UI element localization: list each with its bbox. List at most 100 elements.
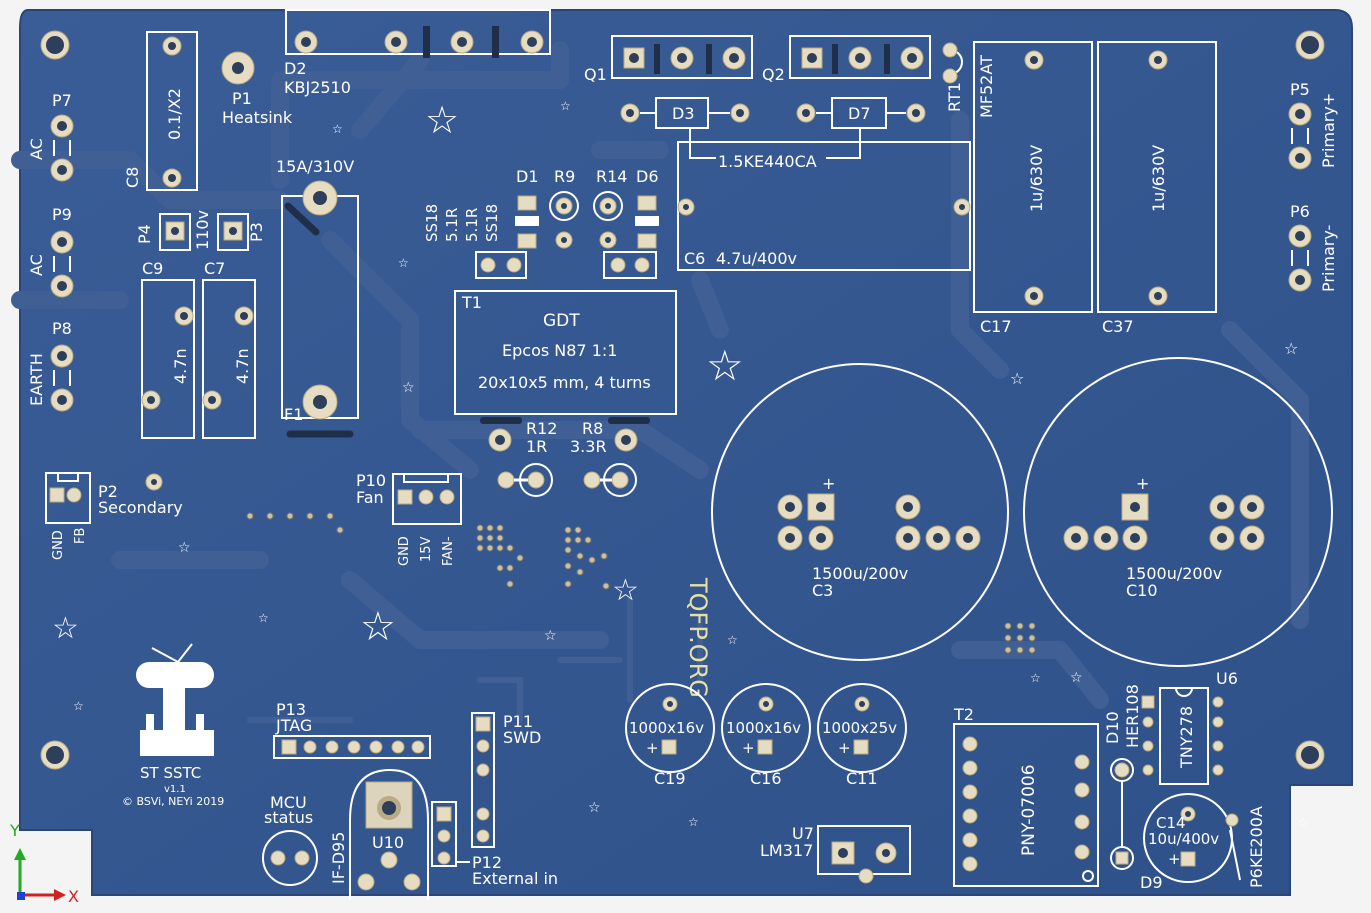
u7-value: LM317 (760, 841, 813, 860)
website-label: TQFP.ORG (684, 577, 712, 698)
t2-value: PNY-07006 (1019, 764, 1039, 856)
c3-ref: C3 (812, 581, 833, 600)
c6-value: 4.7u/400v (716, 249, 797, 268)
svg-text:☆: ☆ (560, 99, 571, 113)
thermistor-rt1: RT1 MF52AT (942, 42, 996, 118)
gate-drive-parts: D1 R9 R14 D6 SS18 5.1R 5.1R SS18 (423, 167, 659, 279)
r9-ref: R9 (554, 167, 575, 186)
u6-value: TNY278 (1177, 706, 1196, 769)
c11-value: 1000x25v (822, 719, 897, 737)
c14-plus: + (1168, 850, 1181, 868)
svg-text:☆: ☆ (544, 628, 557, 644)
c7-ref: C7 (204, 259, 225, 278)
p10-pin1: GND (397, 536, 412, 566)
svg-text:☆: ☆ (398, 256, 409, 270)
p6-ref: P6 (1290, 202, 1310, 221)
sel-label: 110v (193, 210, 212, 250)
p13-label: JTAG (275, 716, 312, 735)
p4-ref: P4 (135, 224, 154, 244)
svg-text:☆: ☆ (612, 573, 639, 608)
connector-p13: P13 JTAG (273, 700, 431, 759)
svg-text:☆: ☆ (588, 800, 601, 816)
mcu-status-led: MCU status (262, 793, 318, 886)
svg-text:☆: ☆ (402, 380, 415, 396)
fuse-f1: 15A/310V F1 (276, 157, 359, 438)
c3-value: 1500u/200v (812, 564, 908, 583)
connector-p12: P12 External in (431, 801, 558, 888)
capacitor-c8: 0.1/X2 C8 (123, 31, 198, 191)
p10-label: Fan (356, 488, 384, 507)
p2-ref: P2 (98, 482, 118, 501)
transistor-q1: Q1 (584, 35, 753, 84)
connector-p5: P5 Primary+ (1288, 80, 1338, 170)
ic-u6: U6 TNY278 (1141, 669, 1238, 785)
board-version: v1.1 (164, 784, 186, 795)
star-decorations: ☆ ☆ ☆ ☆ ☆ ☆ ☆ ☆ ☆ ☆ ☆ ☆ ☆ ☆ ☆ ☆ ☆ ☆ ☆ ☆ … (52, 98, 1309, 829)
c19-value: 1000x16v (629, 719, 704, 737)
connector-p11: P11 SWD (471, 712, 541, 848)
transformer-t1: T1 GDT Epcos N87 1:1 20x10x5 mm, 4 turns (454, 290, 677, 424)
svg-text:☆: ☆ (258, 611, 269, 625)
mounting-holes (40, 30, 1325, 770)
axis-x-label: X (68, 887, 79, 906)
connector-p7: P7 AC (27, 91, 74, 182)
bridge-d2: D2 KBJ2510 (284, 9, 551, 97)
capacitor-c37: 1u/630V C37 (1097, 41, 1217, 336)
r9-value: 5.1R (443, 208, 461, 242)
capacitor-c9: C9 4.7n (141, 259, 195, 439)
rt1-ref: RT1 (945, 82, 964, 112)
svg-text:☆: ☆ (73, 699, 84, 713)
capacitor-c3: + 1500u/200v C3 (711, 363, 1009, 661)
c7-value: 4.7n (233, 348, 252, 384)
c9-value: 4.7n (171, 348, 190, 384)
p9-ref: P9 (52, 205, 72, 224)
d2-value: KBJ2510 (284, 78, 351, 97)
u6-ref: U6 (1216, 669, 1238, 688)
svg-text:☆: ☆ (52, 611, 79, 646)
t1-ref: T1 (461, 293, 482, 312)
transistor-q2: Q2 (762, 35, 931, 84)
p7-label: AC (27, 138, 46, 160)
svg-text:☆: ☆ (706, 341, 744, 390)
u7-ref: U7 (792, 824, 814, 843)
c14-value: 10u/400v (1148, 830, 1219, 848)
p3-ref: P3 (247, 222, 266, 242)
f1-value: 15A/310V (276, 157, 354, 176)
c9-ref: C9 (142, 259, 163, 278)
svg-text:☆: ☆ (1070, 670, 1083, 686)
c10-plus: + (1136, 474, 1149, 493)
heatsink-p1: P1 Heatsink (221, 51, 293, 127)
d9-value: P6KE200A (1247, 806, 1266, 888)
p12-ref: P12 (472, 853, 502, 872)
diode-d10: D10 HER108 (1103, 684, 1142, 870)
c3-plus: + (822, 474, 835, 493)
capacitor-c16: 1000x16v + C16 (721, 683, 811, 788)
d9-ref: D9 (1140, 873, 1163, 892)
c6-ref: C6 (684, 249, 705, 268)
board-title: ST SSTC (140, 764, 201, 782)
t1-line2: Epcos N87 1:1 (502, 341, 617, 360)
diode-d7: D7 (796, 97, 926, 129)
c14-ref: C14 (1156, 814, 1186, 832)
p10-pin2: 15V (419, 536, 434, 562)
u10-ref: U10 (372, 833, 404, 852)
p5-ref: P5 (1290, 80, 1310, 99)
rt1-value: MF52AT (977, 55, 996, 118)
tvs-value: 1.5KE440CA (718, 152, 817, 171)
p11-ref: P11 (503, 712, 533, 731)
c8-value: 0.1/X2 (165, 88, 184, 140)
svg-text:☆: ☆ (360, 604, 396, 650)
c37-value: 1u/630V (1149, 145, 1168, 212)
connector-p9: P9 AC (27, 205, 74, 298)
sstc-logo: ST SSTC v1.1 © BSVi, NEYi 2019 (122, 643, 224, 808)
d3-ref: D3 (672, 104, 695, 123)
d6-value: SS18 (483, 204, 501, 242)
t1-line3: 20x10x5 mm, 4 turns (478, 373, 651, 392)
diode-d3: D3 (620, 97, 750, 129)
t2-ref: T2 (953, 705, 974, 724)
d10-ref: D10 (1103, 711, 1122, 744)
c16-ref: C16 (750, 769, 782, 788)
q2-ref: Q2 (762, 65, 785, 84)
c37-ref: C37 (1102, 317, 1134, 336)
r8-ref: R8 (582, 419, 603, 438)
